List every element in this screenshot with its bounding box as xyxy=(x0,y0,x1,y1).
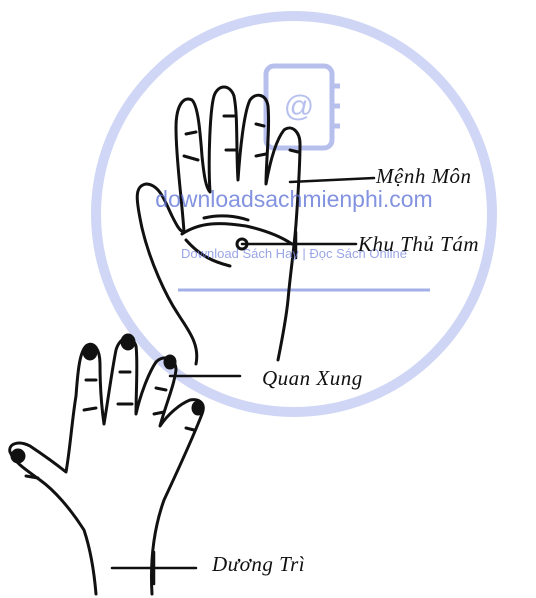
palm-hand-figure xyxy=(137,87,300,364)
back-hand-figure xyxy=(10,335,204,594)
label-quan-xung: Quan Xung xyxy=(262,366,363,391)
svg-text:@: @ xyxy=(284,90,314,123)
watermark-site: downloadsachmienphi.com xyxy=(129,186,459,213)
label-khu-thu-tam: Khu Thủ Tám xyxy=(358,232,479,257)
watermark-seal: @ xyxy=(96,16,492,412)
label-menh-mon: Mệnh Môn xyxy=(376,164,472,189)
menh-mon-leader xyxy=(290,178,374,182)
label-duong-tri: Dương Trì xyxy=(212,552,305,577)
